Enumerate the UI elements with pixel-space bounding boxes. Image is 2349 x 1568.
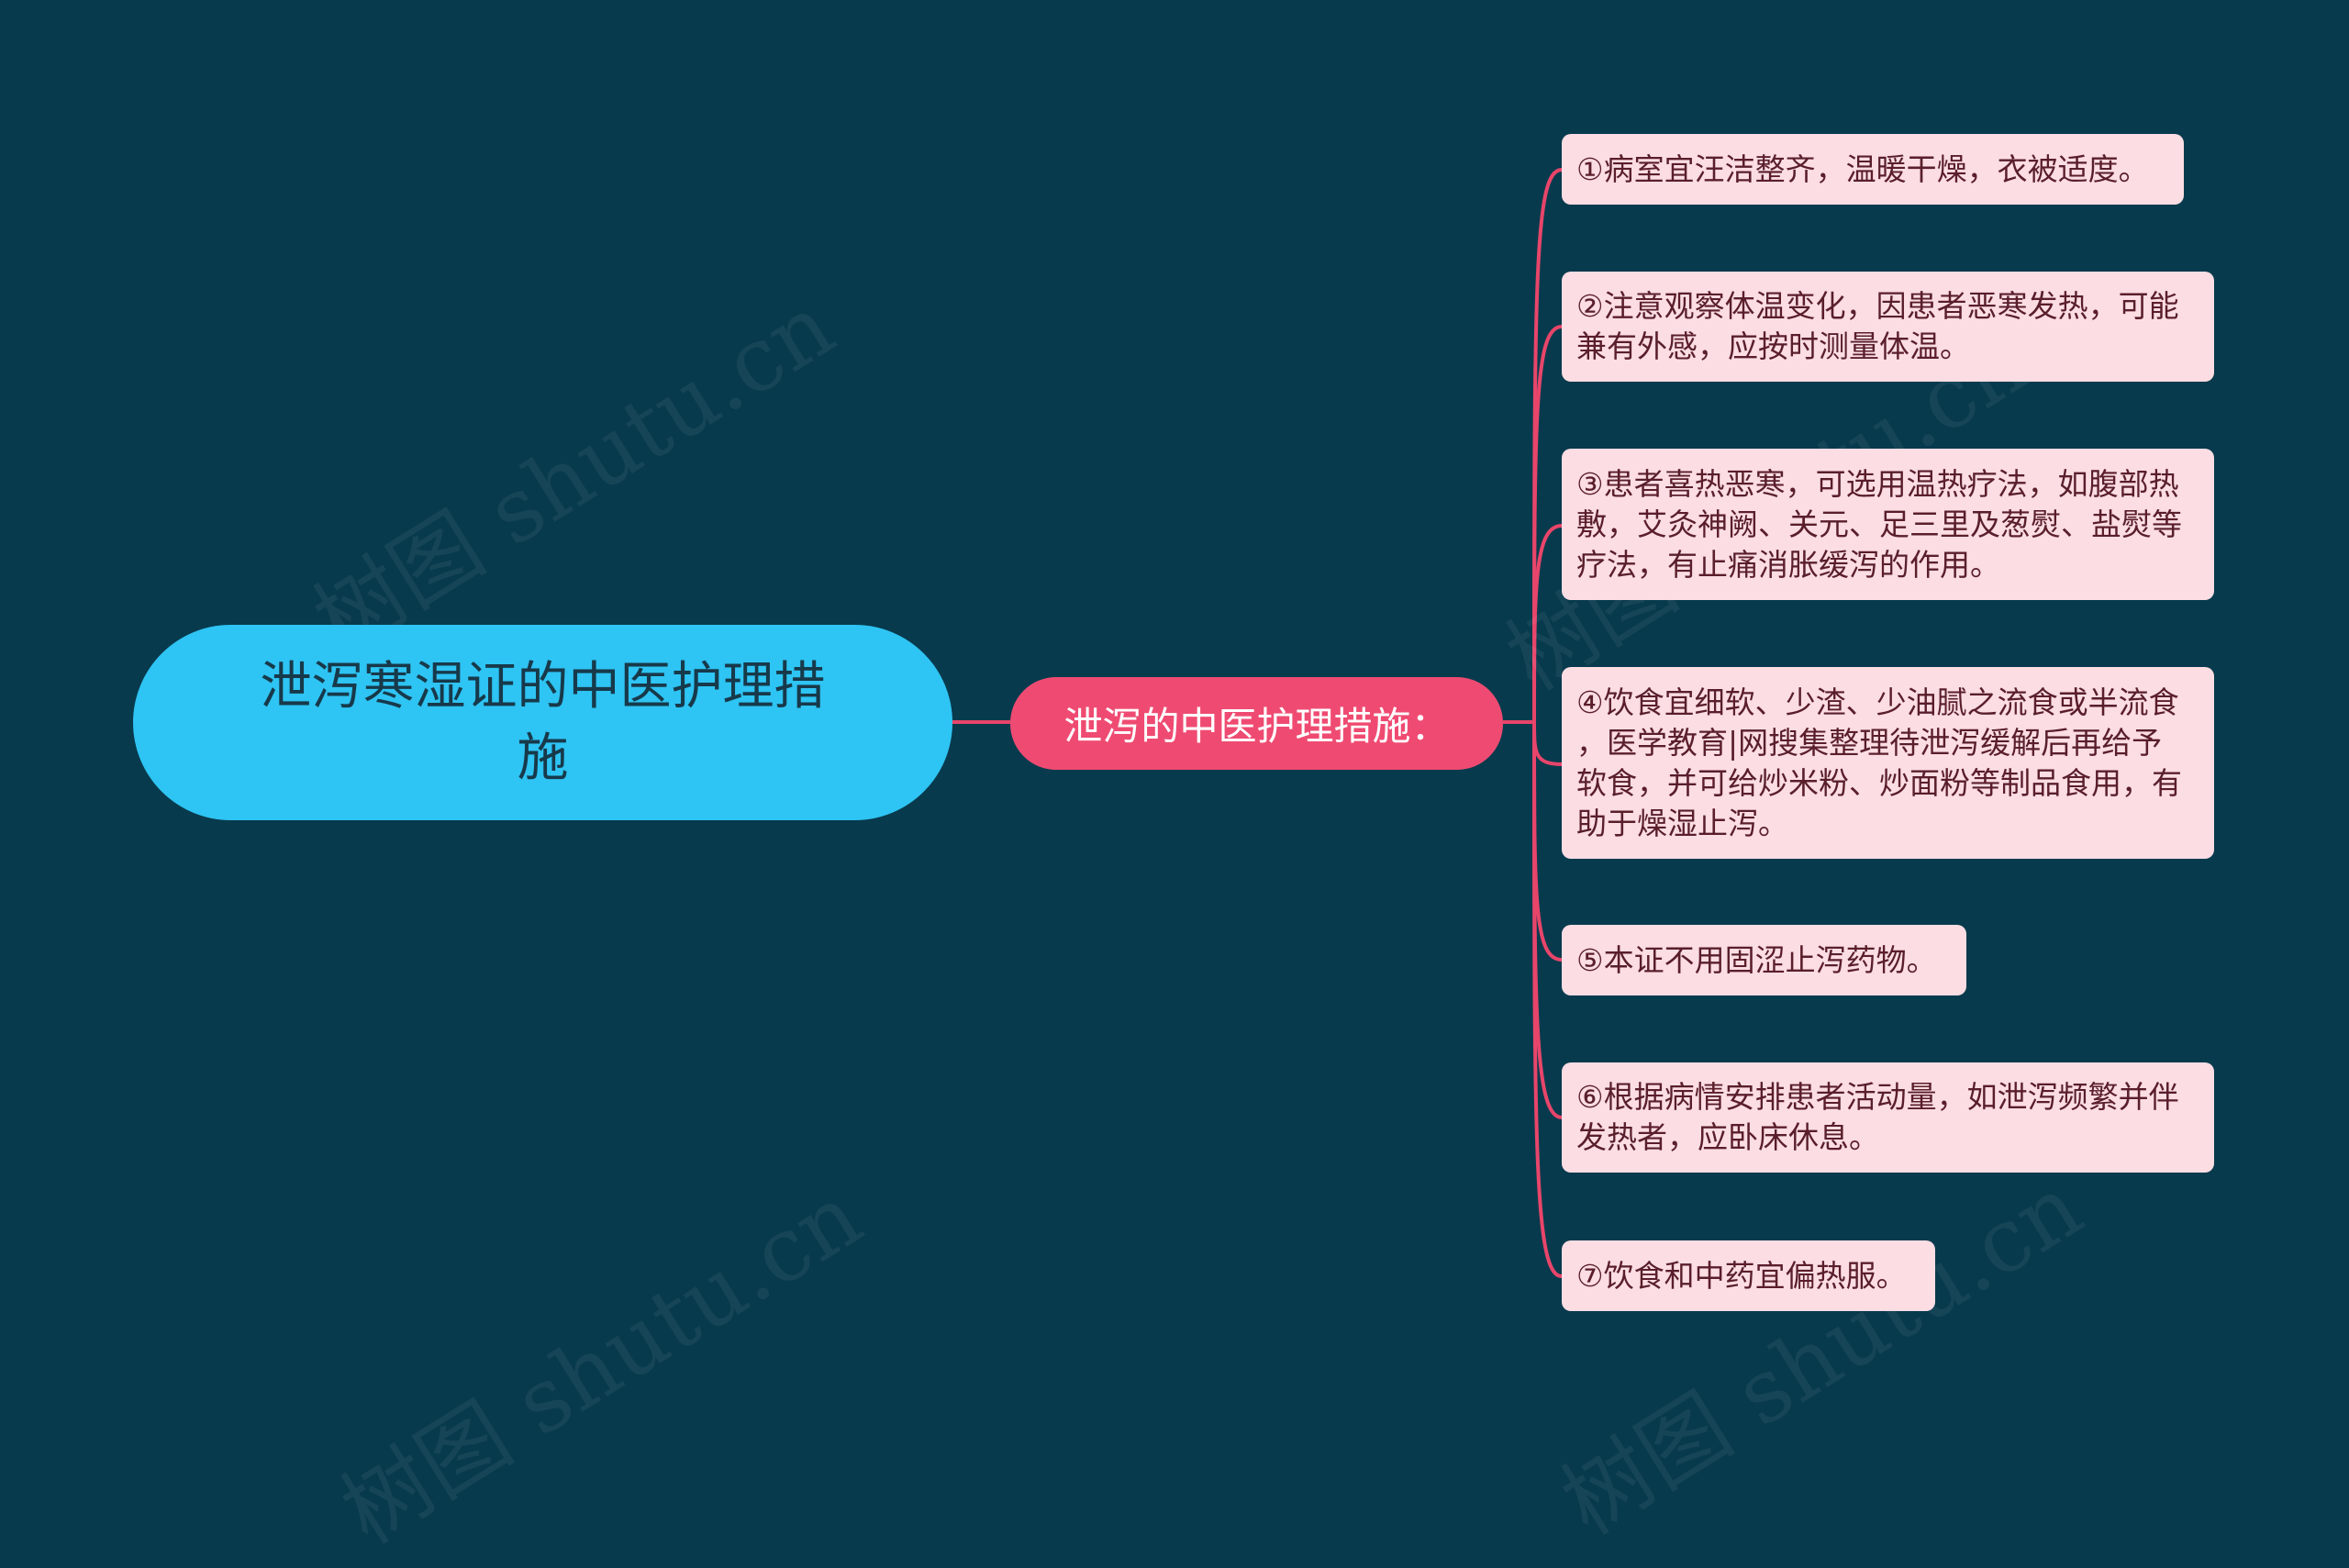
leaf-text: ⑥根据病情安排患者活动量，如泄泻频繁并伴 发热者，应卧床休息。 [1576,1079,2179,1155]
leaf-node-6[interactable]: ⑥根据病情安排患者活动量，如泄泻频繁并伴 发热者，应卧床休息。 [1562,1062,2214,1173]
root-topic-node[interactable]: 泄泻寒湿证的中医护理措 施 [133,625,952,820]
leaf-node-7[interactable]: ⑦饮食和中药宜偏热服。 [1562,1240,1935,1311]
leaf-text: ①病室宜汪洁整齐，温暖干燥，衣被适度。 [1576,150,2149,187]
leaf-text: ⑤本证不用固涩止泻药物。 [1576,941,1937,978]
leaf-node-4[interactable]: ④饮食宜细软、少渣、少油腻之流食或半流食 ，医学教育|网搜集整理待泄泻缓解后再给… [1562,667,2214,859]
leaf-node-2[interactable]: ②注意观察体温变化，因患者恶寒发热，可能 兼有外感，应按时测量体温。 [1562,272,2214,382]
branch-topic-node[interactable]: 泄泻的中医护理措施： [1010,677,1503,770]
leaf-text: ③患者喜热恶寒，可选用温热疗法，如腹部热 敷，艾灸神阙、关元、足三里及葱熨、盐熨… [1576,465,2182,583]
leaf-node-1[interactable]: ①病室宜汪洁整齐，温暖干燥，衣被适度。 [1562,134,2184,205]
leaf-text: ②注意观察体温变化，因患者恶寒发热，可能 兼有外感，应按时测量体温。 [1576,288,2179,364]
root-topic-text: 泄泻寒湿证的中医护理措 施 [260,656,826,788]
leaf-text: ⑦饮食和中药宜偏热服。 [1576,1257,1907,1294]
branch-curve-4 [1532,721,1563,766]
leaf-node-5[interactable]: ⑤本证不用固涩止泻药物。 [1562,925,1966,995]
leaf-node-3[interactable]: ③患者喜热恶寒，可选用温热疗法，如腹部热 敷，艾灸神阙、关元、足三里及葱熨、盐熨… [1562,449,2214,600]
connector-lines [952,168,1563,1278]
branch-topic-text: 泄泻的中医护理措施： [1063,704,1450,749]
leaf-text: ④饮食宜细软、少渣、少油腻之流食或半流食 ，医学教育|网搜集整理待泄泻缓解后再给… [1576,684,2182,841]
branch-curve-7 [1532,721,1563,1278]
branch-curve-3 [1532,524,1563,723]
